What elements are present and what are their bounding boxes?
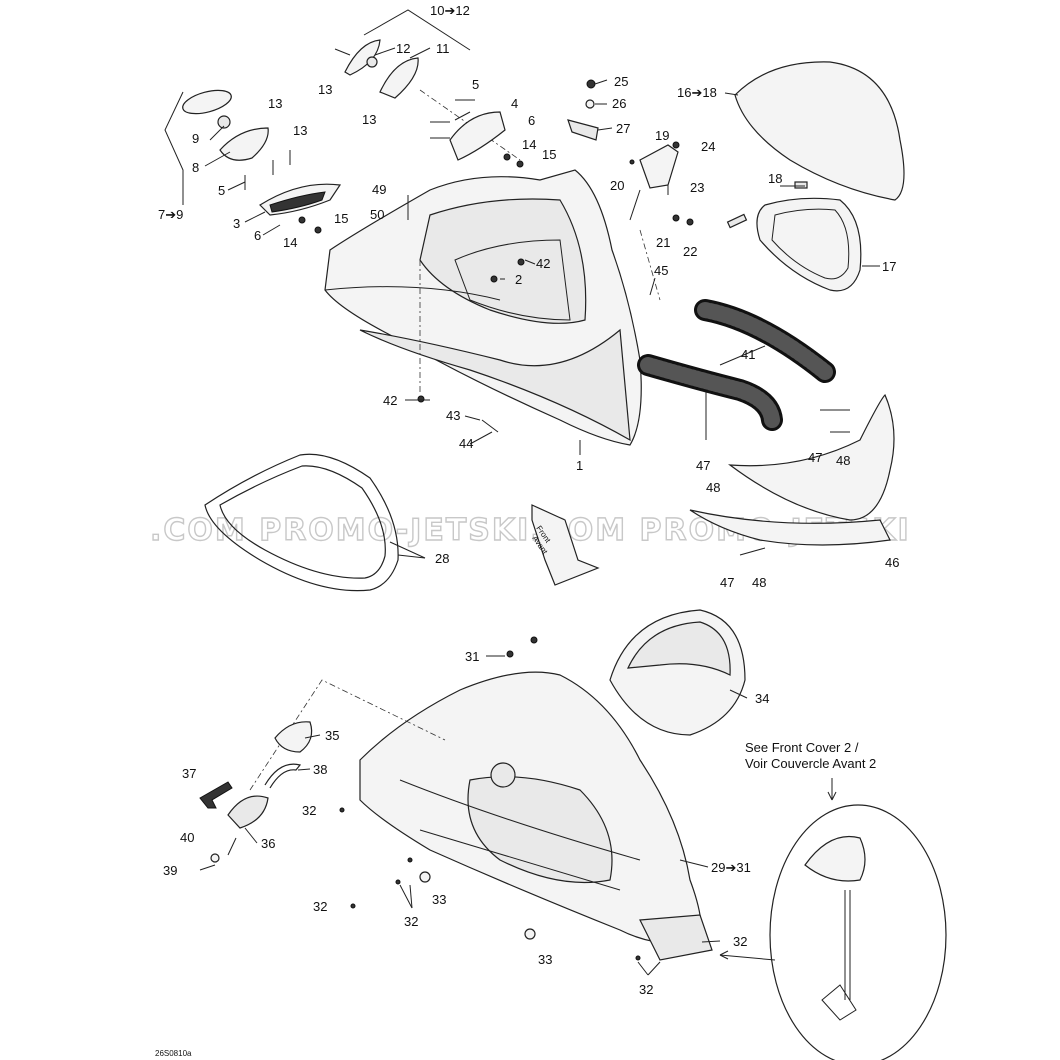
callout-p18: 18 [768,171,782,186]
callout-p32d: 32 [733,934,747,949]
callout-p13c: 13 [268,96,282,111]
callout-p48a: 48 [706,480,720,495]
callout-p28: 28 [435,551,449,566]
seal-28 [204,453,399,592]
hoses [637,299,836,431]
svg-text:See Front Cover 2 /: See Front Cover 2 / [745,740,859,755]
glove-box-cover [726,61,905,292]
callout-p45: 45 [654,263,668,278]
callout-p41: 41 [741,347,755,362]
callout-p17: 17 [882,259,896,274]
callout-p6a: 6 [528,113,535,128]
callout-p21: 21 [656,235,670,250]
callout-p1: 1 [576,458,583,473]
callout-p42b: 42 [383,393,397,408]
callout-p47b: 47 [808,450,822,465]
callout-p35: 35 [325,728,339,743]
callout-p32e: 32 [639,982,653,997]
callout-p13a: 13 [318,82,332,97]
callout-p14b: 14 [283,235,297,250]
see-front-cover-note: See Front Cover 2 / Voir Couvercle Avant… [745,740,876,771]
callout-p36: 36 [261,836,275,851]
callout-p32a: 32 [302,803,316,818]
callout-p33b: 33 [538,952,552,967]
callout-p34: 34 [755,691,769,706]
mirror-assembly-left [164,89,342,234]
callout-p15b: 15 [334,211,348,226]
hinge-bracket [567,79,694,226]
callout-p4: 4 [511,96,518,111]
latch-parts [199,679,446,871]
callout-p5b: 5 [218,183,225,198]
callout-p37: 37 [182,766,196,781]
callout-p5a: 5 [472,77,479,92]
callout-p32c: 32 [404,914,418,929]
leader-lines [204,47,880,976]
callout-p15a: 15 [542,147,556,162]
front-frame [339,636,713,961]
callout-p39: 39 [163,863,177,878]
callout-p9: 9 [192,131,199,146]
svg-text:Voir Couvercle Avant 2: Voir Couvercle Avant 2 [745,756,876,771]
callout-p22: 22 [683,244,697,259]
callout-p8: 8 [192,160,199,175]
callout-p49: 49 [372,182,386,197]
mirror-assembly-right [344,9,524,168]
callout-p26: 26 [612,96,626,111]
front-cover-1 [324,169,707,446]
callout-p31: 31 [465,649,479,664]
callout-p47c: 47 [720,575,734,590]
callout-p19: 19 [655,128,669,143]
callout-p16-18: 16➔18 [677,85,717,100]
callout-p13b: 13 [362,112,376,127]
callout-p38: 38 [313,762,327,777]
callout-p44: 44 [459,436,473,451]
callout-p24: 24 [701,139,715,154]
callout-p33a: 33 [432,892,446,907]
detail-circle [719,778,947,1060]
callout-p11: 11 [436,41,450,56]
callout-p10-12: 10➔12 [430,3,470,18]
callout-p3: 3 [233,216,240,231]
callout-p42a: 42 [536,256,550,271]
callout-p7-9: 7➔9 [158,207,183,222]
callout-p48b: 48 [836,453,850,468]
callout-p23: 23 [690,180,704,195]
callout-labels: 1 2 3 4 5 5 6 6 7➔9 8 9 10➔12 11 12 13 1… [158,3,899,997]
callout-p14a: 14 [522,137,536,152]
callout-p2: 2 [515,272,522,287]
callout-p32b: 32 [313,899,327,914]
callout-p48c: 48 [752,575,766,590]
callout-p46: 46 [885,555,899,570]
callout-p50: 50 [370,207,384,222]
drawing-code: 26S0810a [155,1049,192,1058]
callout-p43: 43 [446,408,460,423]
callout-p25: 25 [614,74,628,89]
callout-p27: 27 [616,121,630,136]
side-trim [689,393,895,556]
callout-p6b: 6 [254,228,261,243]
callout-p40: 40 [180,830,194,845]
callout-p29-31: 29➔31 [711,860,751,875]
callout-p47a: 47 [696,458,710,473]
storage-bin-34 [609,609,746,736]
callout-p12: 12 [396,41,410,56]
callout-p13d: 13 [293,123,307,138]
callout-p20: 20 [610,178,624,193]
